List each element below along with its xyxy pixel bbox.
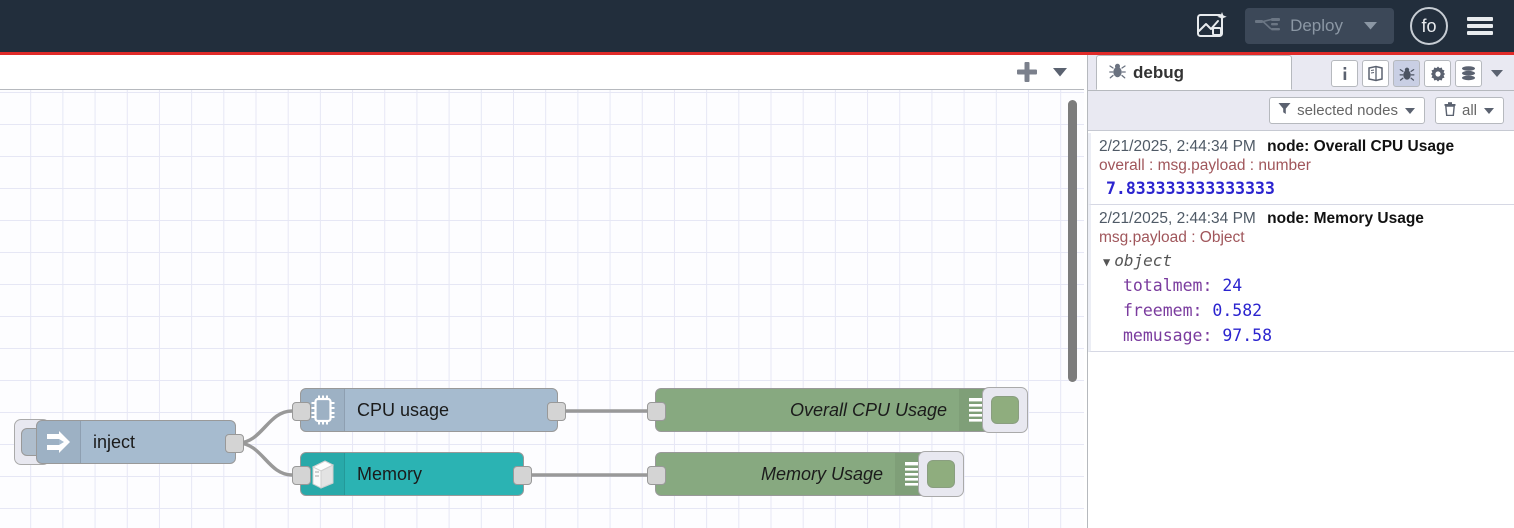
node-output-port[interactable] bbox=[513, 466, 532, 485]
debug-property-value: 24 bbox=[1222, 276, 1243, 295]
debug-timestamp: 2/21/2025, 2:44:34 PM bbox=[1099, 210, 1256, 227]
node-label-memory: Memory bbox=[357, 463, 423, 484]
debug-source-node[interactable]: node: Overall CPU Usage bbox=[1267, 138, 1455, 155]
flow-workspace: inject bbox=[0, 55, 1084, 528]
info-icon[interactable] bbox=[1331, 60, 1358, 87]
sidebar-tabbar: debug bbox=[1088, 55, 1514, 91]
node-label-cpu-usage: CPU usage bbox=[357, 399, 450, 420]
caret-down-icon: ▼ bbox=[1103, 255, 1111, 269]
image-sparkle-icon[interactable] bbox=[1195, 9, 1229, 43]
debug-message[interactable]: 2/21/2025, 2:44:34 PM node: Memory Usage… bbox=[1088, 205, 1514, 352]
node-output-port[interactable] bbox=[225, 434, 244, 453]
trash-icon bbox=[1444, 101, 1456, 120]
funnel-icon bbox=[1278, 102, 1291, 119]
debug-payload-value: 7.833333333333333 bbox=[1106, 179, 1275, 198]
user-avatar[interactable]: fo bbox=[1410, 7, 1448, 45]
add-flow-icon[interactable] bbox=[1016, 61, 1038, 83]
header-toolbar: Deploy fo bbox=[1195, 7, 1514, 45]
node-input-port[interactable] bbox=[292, 402, 311, 421]
deploy-label: Deploy bbox=[1290, 16, 1343, 35]
debug-object-property: totalmem: 24 bbox=[1123, 276, 1243, 295]
flow-canvas[interactable]: inject bbox=[0, 90, 1084, 528]
hamburger-menu-icon[interactable] bbox=[1464, 10, 1496, 42]
deploy-dropdown-caret-icon[interactable] bbox=[1359, 21, 1388, 31]
node-label-overall-cpu-usage: Overall CPU Usage bbox=[789, 399, 947, 420]
debug-filter-label: selected nodes bbox=[1297, 102, 1398, 119]
sidebar-tab-buttons bbox=[1331, 60, 1514, 90]
tab-debug[interactable]: debug bbox=[1096, 55, 1292, 90]
flow-tab-list[interactable] bbox=[0, 55, 1016, 89]
debug-timestamp: 2/21/2025, 2:44:34 PM bbox=[1099, 138, 1256, 155]
node-input-port[interactable] bbox=[292, 466, 311, 485]
tab-debug-label: debug bbox=[1133, 62, 1184, 82]
deploy-button[interactable]: Deploy bbox=[1245, 8, 1394, 44]
deploy-glyph-icon bbox=[1255, 17, 1281, 35]
node-body-cpu-usage[interactable]: CPU usage bbox=[292, 388, 566, 432]
debug-toggle-button[interactable] bbox=[918, 451, 964, 497]
debug-object-expander[interactable]: ▼object bbox=[1099, 251, 1510, 270]
flow-tabbar bbox=[0, 55, 1084, 90]
debug-toggle-inner bbox=[927, 460, 955, 488]
debug-property-value: 97.58 bbox=[1222, 326, 1273, 345]
debug-property-key: freemem bbox=[1123, 301, 1193, 320]
debug-filter-button[interactable]: selected nodes bbox=[1269, 97, 1425, 124]
debug-source-node[interactable]: node: Memory Usage bbox=[1267, 210, 1424, 227]
debug-toggle-button[interactable] bbox=[982, 387, 1028, 433]
context-data-icon[interactable] bbox=[1455, 60, 1482, 87]
node-output-port[interactable] bbox=[547, 402, 566, 421]
debug-clear-label: all bbox=[1461, 102, 1477, 119]
node-body-memory[interactable]: Memory bbox=[292, 452, 532, 496]
user-initials: fo bbox=[1421, 15, 1437, 36]
debug-property-path: overall : msg.payload : number bbox=[1099, 157, 1311, 174]
debug-message-header: 2/21/2025, 2:44:34 PM node: Overall CPU … bbox=[1099, 138, 1510, 156]
debug-object-label: object bbox=[1114, 251, 1173, 270]
arrow-right-icon bbox=[37, 421, 81, 463]
sidebar-overflow-chevron-down-icon[interactable] bbox=[1486, 60, 1508, 87]
help-book-icon[interactable] bbox=[1362, 60, 1389, 87]
debug-message-header: 2/21/2025, 2:44:34 PM node: Memory Usage bbox=[1099, 210, 1510, 228]
node-label-memory-usage: Memory Usage bbox=[760, 463, 883, 484]
debug-toolbar: selected nodes all bbox=[1088, 91, 1514, 131]
sidebar-panel: debug bbox=[1087, 55, 1514, 528]
debug-object-property: freemem: 0.582 bbox=[1123, 301, 1263, 320]
config-gear-icon[interactable] bbox=[1424, 60, 1451, 87]
node-body-inject[interactable]: inject bbox=[36, 420, 244, 464]
debug-clear-button[interactable]: all bbox=[1434, 97, 1504, 124]
chevron-down-icon bbox=[1483, 102, 1495, 119]
debug-property-key: totalmem bbox=[1123, 276, 1203, 295]
flow-menu-chevron-down-icon[interactable] bbox=[1052, 67, 1068, 78]
debug-message[interactable]: 2/21/2025, 2:44:34 PM node: Overall CPU … bbox=[1088, 133, 1514, 205]
flow-tabbar-actions bbox=[1016, 61, 1084, 83]
debug-property-value: 0.582 bbox=[1212, 301, 1263, 320]
chevron-down-icon bbox=[1404, 102, 1416, 119]
canvas-scrollbar-thumb[interactable] bbox=[1068, 100, 1077, 382]
header-accent-line bbox=[0, 52, 1514, 55]
debug-message-list[interactable]: 2/21/2025, 2:44:34 PM node: Overall CPU … bbox=[1088, 133, 1514, 528]
node-label-inject: inject bbox=[93, 431, 136, 452]
debug-toggle-inner bbox=[991, 396, 1019, 424]
debug-object-property: memusage: 97.58 bbox=[1123, 326, 1273, 345]
debug-property-path: msg.payload : Object bbox=[1099, 229, 1245, 246]
server-tower-icon bbox=[301, 453, 345, 495]
node-input-port[interactable] bbox=[647, 466, 666, 485]
node-body-memory-usage[interactable]: Memory Usage bbox=[647, 452, 936, 496]
node-body-overall-cpu-usage[interactable]: Overall CPU Usage bbox=[647, 388, 1000, 432]
debug-bug-icon[interactable] bbox=[1393, 60, 1420, 87]
app-header: Deploy fo bbox=[0, 0, 1514, 52]
node-input-port[interactable] bbox=[647, 402, 666, 421]
cpu-chip-icon bbox=[301, 389, 345, 431]
bug-icon bbox=[1109, 62, 1126, 84]
debug-property-key: memusage bbox=[1123, 326, 1203, 345]
